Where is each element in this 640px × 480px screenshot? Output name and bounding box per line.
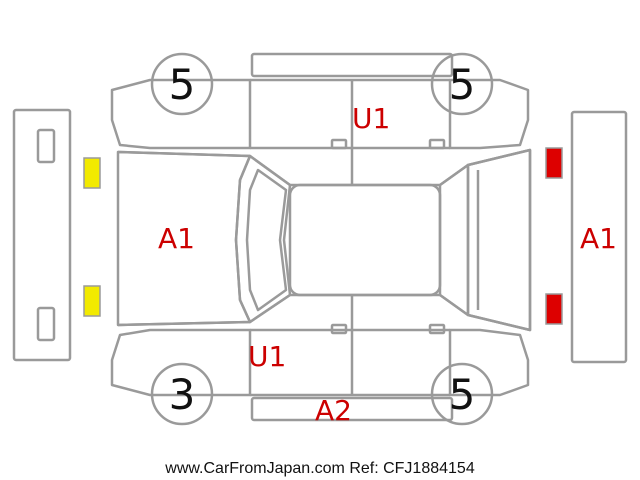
front-light-marker-bottom — [83, 285, 101, 317]
rear-bumper — [570, 110, 628, 364]
front-bumper-light-bottom — [36, 306, 56, 342]
damage-label-top: U1 — [352, 102, 390, 135]
upper-side-body — [110, 78, 252, 150]
tire-front-right — [430, 52, 494, 116]
damage-label-front: A1 — [158, 222, 195, 255]
reference-footer: www.CarFromJapan.com Ref: CFJ1884154 — [164, 460, 475, 477]
tire-front-left — [150, 52, 214, 116]
rear-window — [438, 163, 470, 317]
windshield-inner — [245, 168, 288, 312]
rear-light-marker-top — [545, 147, 563, 179]
upper-side-body-rear — [448, 78, 530, 150]
windshield — [234, 154, 292, 324]
top-panel — [250, 52, 454, 78]
lower-side-body-rear — [448, 328, 530, 397]
rocker-panel — [250, 396, 454, 422]
lower-side-body — [110, 328, 252, 397]
damage-label-side: U1 — [248, 340, 286, 373]
tire-rating-rear-left: 3 — [169, 370, 196, 419]
rear-light-marker-bottom — [545, 293, 563, 325]
damage-label-rocker: A2 — [315, 394, 352, 427]
tire-rear-right — [430, 362, 494, 426]
tire-rating-front-right: 5 — [449, 60, 476, 109]
tire-rating-rear-right: 5 — [449, 370, 476, 419]
front-bumper — [12, 108, 72, 362]
front-light-marker-top — [83, 157, 101, 189]
tire-rear-left — [150, 362, 214, 426]
tailgate — [466, 148, 532, 332]
tire-rating-front-left: 5 — [169, 60, 196, 109]
roof — [288, 183, 442, 297]
front-bumper-light-top — [36, 128, 56, 164]
damage-label-rear: A1 — [580, 222, 617, 255]
